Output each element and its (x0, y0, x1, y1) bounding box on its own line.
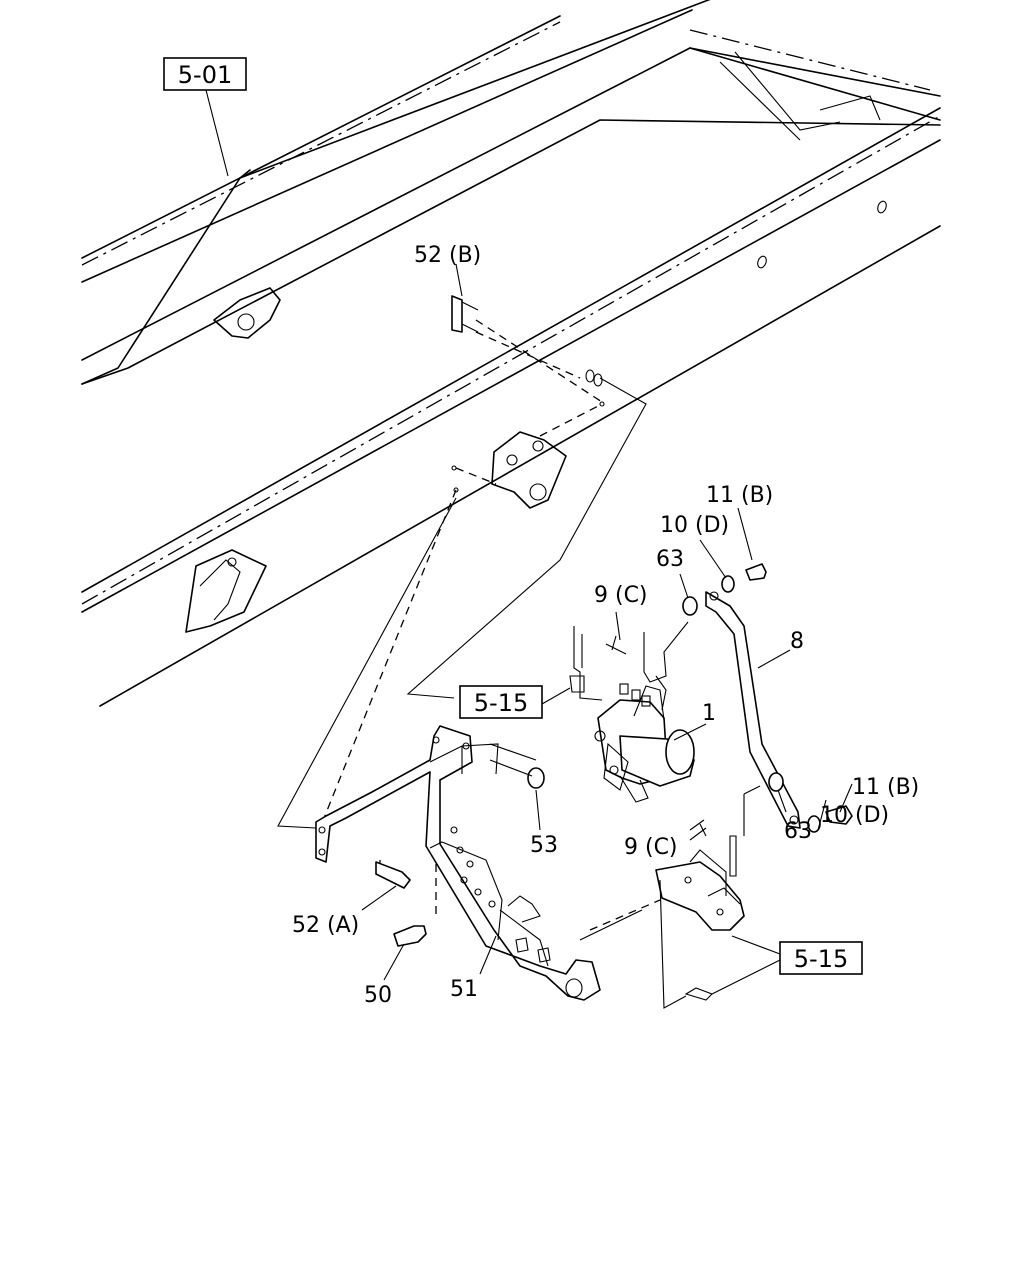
ref-box-connector-top[interactable]: 5-15 (459, 685, 543, 719)
assembly-leaders (277, 319, 661, 941)
callout-52a: 52 (A) (292, 913, 359, 938)
sensor-bracket (655, 785, 781, 1009)
ref-connector-top-label: 5-15 (474, 689, 528, 717)
callout-leaders (205, 89, 853, 981)
callout-11b-bottom: 11 (B) (852, 775, 919, 800)
ref-connector-bottom-label: 5-15 (794, 945, 848, 973)
callout-8: 8 (790, 629, 804, 654)
callout-9c-bottom: 9 (C) (624, 835, 678, 860)
callout-11b-top: 11 (B) (706, 483, 773, 508)
bracket-assembly (315, 725, 601, 1001)
callout-52b: 52 (B) (414, 243, 481, 268)
callout-63-bottom: 63 (784, 819, 812, 844)
chassis-frame (81, 0, 941, 707)
callout-50: 50 (364, 983, 392, 1008)
abs-actuator-unit (569, 563, 853, 833)
callout-51: 51 (450, 977, 478, 1002)
callout-9c-top: 9 (C) (594, 583, 648, 608)
callout-labels: 52 (B) 11 (B) 10 (D) 63 9 (C) 8 1 53 11 … (292, 243, 919, 1008)
callout-53: 53 (530, 833, 558, 858)
ref-box-connector-bottom[interactable]: 5-15 (779, 941, 863, 975)
callout-1: 1 (702, 701, 716, 726)
ref-frame-label: 5-01 (178, 61, 232, 89)
ref-box-frame[interactable]: 5-01 (163, 57, 247, 91)
callout-10d-top: 10 (D) (660, 513, 729, 538)
callout-10d-bottom: 10 (D) (820, 803, 889, 828)
callout-63-top: 63 (656, 547, 684, 572)
